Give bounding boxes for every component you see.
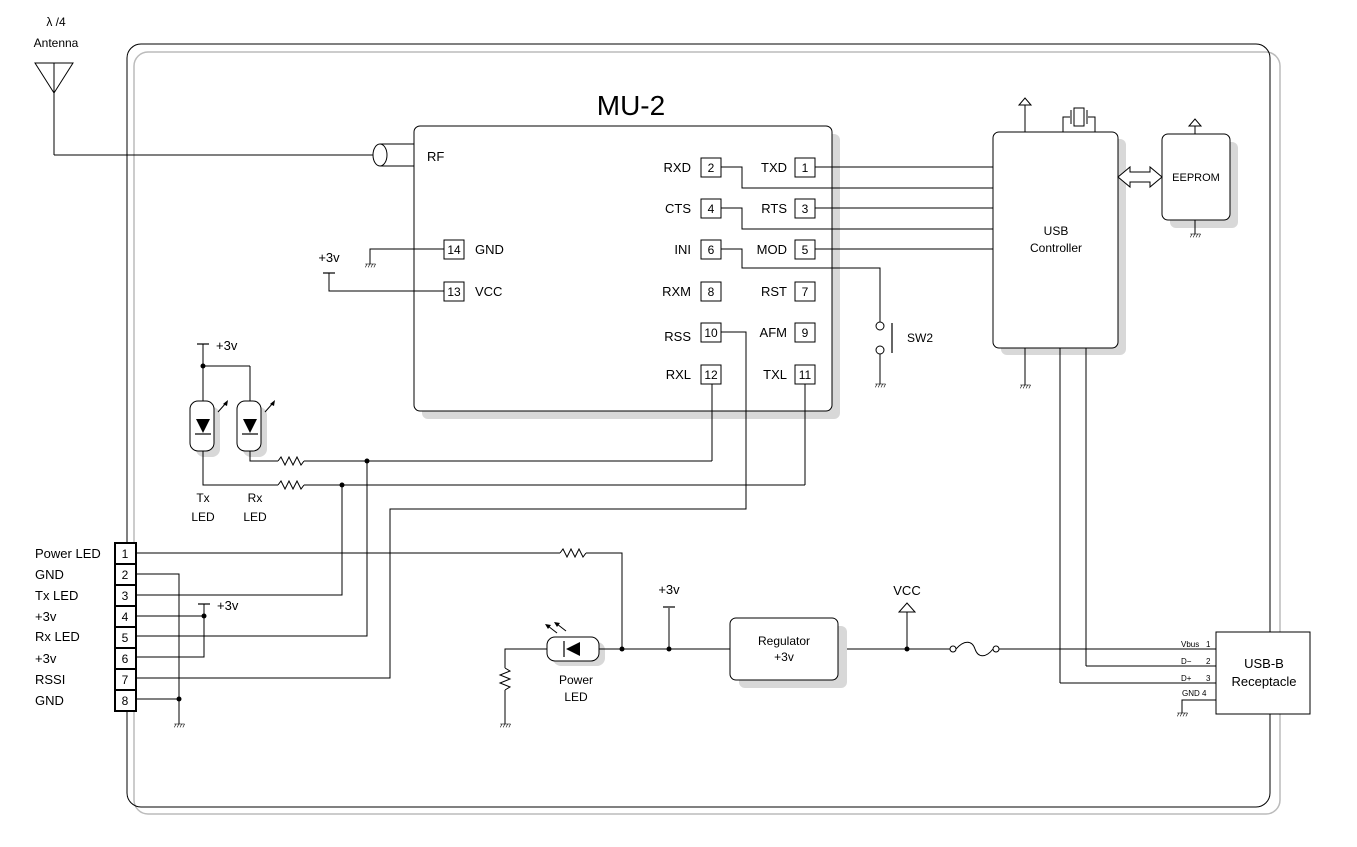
conn-pin-2-num: 2 [122, 568, 129, 582]
pin-8-num: 8 [708, 285, 715, 299]
pin-7-box [794, 281, 816, 302]
pin-13-label: VCC [475, 284, 502, 299]
conn-pin-3-label: Tx LED [35, 588, 78, 603]
pin-2-label: RXD [664, 160, 691, 175]
pin-10-num: 10 [704, 326, 718, 340]
rx-led-label-1: Rx [248, 491, 263, 505]
switch-label: SW2 [907, 331, 933, 345]
antenna-lambda-label: λ /4 [46, 15, 66, 29]
power-led-label-2: LED [564, 690, 588, 704]
usb-b-label-2: Receptacle [1231, 674, 1296, 689]
conn-pin-4-num: 4 [122, 610, 129, 624]
pin-8-label: RXM [662, 284, 691, 299]
module-vcc-supply-label: +3v [318, 250, 340, 265]
usb-b-receptacle [998, 348, 1311, 717]
pin-3-label: RTS [761, 201, 787, 216]
pin-4-num: 4 [708, 202, 715, 216]
pin-12-label: RXL [666, 367, 691, 382]
conn-pin-4-label: +3v [35, 609, 57, 624]
antenna-label: Antenna [34, 36, 79, 50]
usb-controller-label-1: USB [1044, 224, 1069, 238]
conn-pin-8-label: GND [35, 693, 64, 708]
pin-6-label: INI [674, 242, 691, 257]
pin-3-num: 3 [802, 202, 809, 216]
conn-pin-8-num: 8 [122, 694, 129, 708]
conn-pin-5-num: 5 [122, 631, 129, 645]
usb-pin-gnd-num: 4 [1202, 689, 1207, 698]
tx-led-label-1: Tx [196, 491, 209, 505]
conn-pin-7-label: RSSI [35, 672, 65, 687]
pin-10-label: RSS [664, 329, 691, 344]
pin-7-label: RST [761, 284, 787, 299]
connector-supply-label: +3v [217, 598, 239, 613]
switch-sw2 [874, 321, 893, 388]
vcc-label: VCC [893, 583, 920, 598]
tx-led-label-2: LED [191, 510, 215, 524]
conn-pin-7-num: 7 [122, 673, 129, 687]
usb-pin-gnd-name: GND [1182, 689, 1200, 698]
conn-pin-2-label: GND [35, 567, 64, 582]
usb-pin-dplus-name: D+ [1181, 674, 1192, 683]
pin-14-num: 14 [447, 243, 461, 257]
mu2-module [413, 125, 840, 419]
conn-pin-6-label: +3v [35, 651, 57, 666]
usb-pin-dminus-num: 2 [1206, 657, 1211, 666]
conn-pin-6-num: 6 [122, 652, 129, 666]
uart-wiring [721, 166, 993, 322]
pin-11-num: 11 [799, 368, 812, 382]
regulator-label-1: Regulator [758, 634, 810, 648]
usb-pin-dplus-num: 3 [1206, 674, 1211, 683]
usb-controller [992, 97, 1126, 389]
conn-pin-1-label: Power LED [35, 546, 101, 561]
pin-9-num: 9 [802, 326, 809, 340]
fuse-vcc [838, 602, 1000, 657]
pin-5-num: 5 [802, 243, 809, 257]
rx-led-label-2: LED [243, 510, 267, 524]
pin-12-box [700, 364, 722, 385]
usb-b-label-1: USB-B [1244, 656, 1284, 671]
rssi-wiring [137, 331, 747, 679]
led-supply-label: +3v [216, 338, 238, 353]
pin-8-box [700, 281, 722, 302]
pin-9-label: AFM [760, 325, 787, 340]
pin-6-num: 6 [708, 243, 715, 257]
pin-1-num: 1 [802, 161, 809, 175]
conn-pin-5-label: Rx LED [35, 629, 80, 644]
module-power-wiring [323, 248, 444, 292]
pin-14-label: GND [475, 242, 504, 257]
pin-1-label: TXD [761, 160, 787, 175]
rf-connector [372, 143, 414, 167]
pin-2-num: 2 [708, 161, 715, 175]
usb-controller-label-2: Controller [1030, 241, 1082, 255]
antenna-symbol [34, 62, 380, 156]
regulator-label-2: +3v [774, 650, 794, 664]
regulator-supply-label: +3v [658, 582, 680, 597]
conn-pin-1-num: 1 [122, 547, 129, 561]
usb-pin-dminus-name: D− [1181, 657, 1192, 666]
eeprom-label: EEPROM [1172, 172, 1220, 184]
module-title: MU-2 [597, 90, 665, 121]
eeprom-chip [1117, 118, 1238, 238]
regulator [619, 606, 847, 688]
tx-rx-leds [189, 343, 806, 491]
power-led [498, 622, 622, 728]
pin-9-box [794, 322, 816, 343]
pin-7-num: 7 [802, 285, 809, 299]
pin-12-num: 12 [704, 368, 718, 382]
pin-11-label: TXL [763, 367, 787, 382]
board-outline [126, 43, 1281, 815]
usb-pin-vbus-num: 1 [1206, 640, 1211, 649]
module-pins [443, 157, 816, 385]
header-connector [114, 461, 623, 728]
pin-4-label: CTS [665, 201, 691, 216]
pin-5-label: MOD [757, 242, 787, 257]
rf-label: RF [427, 149, 444, 164]
pin-13-num: 13 [447, 285, 461, 299]
conn-pin-3-num: 3 [122, 589, 129, 603]
usb-pin-vbus-name: Vbus [1181, 640, 1199, 649]
power-led-label-1: Power [559, 673, 593, 687]
